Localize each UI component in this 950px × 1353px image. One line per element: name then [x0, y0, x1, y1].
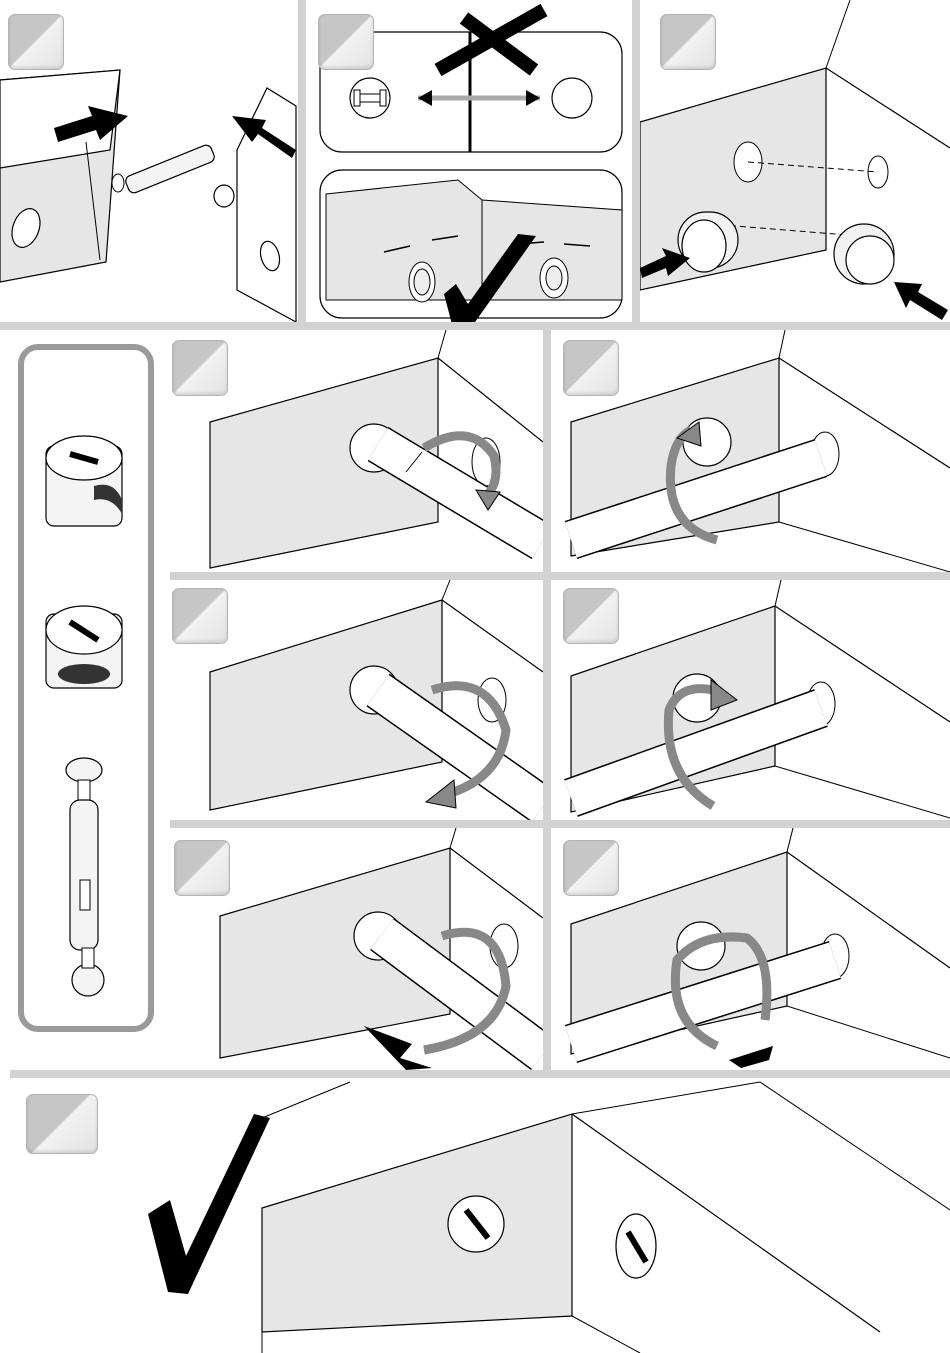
divider-mid-v: [543, 330, 551, 1070]
step-7-panel: [551, 580, 950, 820]
arrow-icon: [364, 1026, 432, 1070]
divider-v2: [632, 0, 640, 322]
arrow-icon: [729, 1046, 773, 1068]
divider-row2: [170, 572, 950, 580]
step-6-panel: [170, 580, 543, 820]
step-badge-10: [26, 1094, 98, 1154]
step-8-panel: [170, 828, 543, 1070]
step-badge-3: [660, 14, 716, 70]
step-badge-1: [8, 14, 64, 70]
divider-row3: [170, 820, 950, 828]
step-10-illustration: [0, 1078, 950, 1353]
push-arrow-3b: [894, 282, 948, 320]
part-cam-lock-housing-rotated: [46, 606, 122, 688]
parts-illustration: [24, 350, 148, 1026]
step-9-panel: [551, 828, 950, 1070]
part-cam-lock-housing: [46, 436, 122, 526]
checkmark-icon: [148, 1114, 270, 1294]
step-badge-9: [563, 840, 619, 896]
step-badge-5: [563, 340, 619, 396]
parts-overview: [18, 344, 154, 1032]
part-cam-dowel-bolt: [66, 758, 104, 996]
hole-icon: [552, 78, 592, 118]
step-badge-7: [563, 588, 619, 644]
step-4-panel: [170, 330, 543, 572]
step-badge-4: [172, 340, 228, 396]
dowel-side-icon: [350, 78, 390, 118]
divider-bottom: [10, 1070, 950, 1078]
divider-v1: [298, 0, 306, 322]
step-badge-2: [318, 14, 374, 70]
step-2-panel: [306, 0, 632, 322]
step-10-panel: [0, 1078, 950, 1353]
step-badge-6: [172, 588, 228, 644]
step-1-panel: [0, 0, 298, 322]
step-3-panel: [640, 0, 950, 322]
divider-top-row: [0, 322, 950, 330]
step-badge-8: [174, 840, 230, 896]
step-5-panel: [551, 330, 950, 572]
